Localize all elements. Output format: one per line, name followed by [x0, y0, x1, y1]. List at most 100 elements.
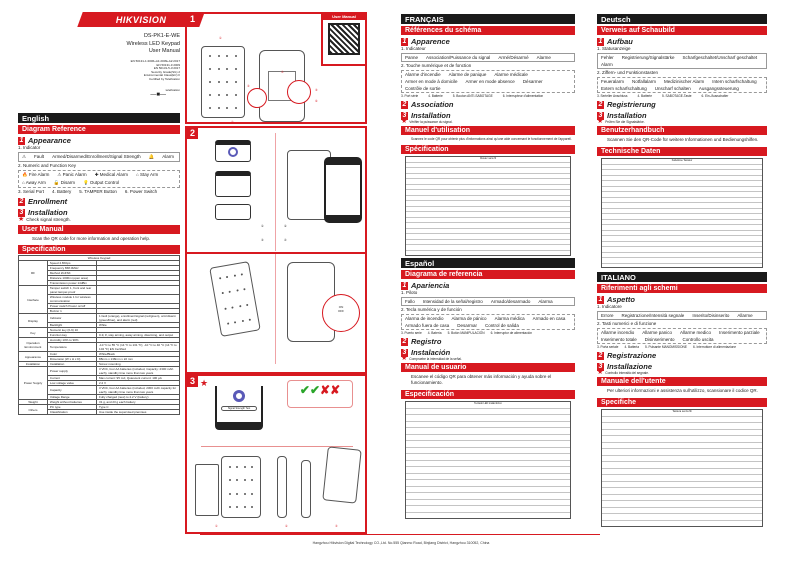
standards-list: EN 50131-1:2006+A1:2009+A2:2017 EN 50131… [130, 59, 180, 82]
keypad-back-batteries [287, 262, 335, 342]
indicator-label: 1. Indicateur [401, 46, 426, 51]
spec-param: Indicator [46, 313, 98, 323]
qr-code-box: User Manual [321, 14, 365, 66]
panic-alarm-key: ⚠ Panic Alarm [57, 172, 87, 177]
standard-line: Certified by Telefication [149, 76, 180, 81]
diagram-panel-installation: 3 ★ Signal Strength Test ✔✔✘✘ ① ② ③ [185, 374, 367, 534]
spec-value: 3 VDC, four AA batteries (included, Capa… [96, 366, 180, 376]
section-specification: Spécification [401, 145, 575, 154]
callout-1: ① [261, 224, 264, 228]
callout-2: ② [285, 524, 288, 528]
spec-param: Tamper switch 1, front and rear panel ta… [46, 285, 98, 295]
check-signal-note: ★Vérifier la puissance du signal. [401, 118, 453, 125]
callout-3: ③ [247, 84, 250, 88]
qr-code[interactable] [328, 23, 360, 55]
check-icon: ✔ [299, 383, 310, 397]
keys-label: 2. Ziffern- und Funktionstasten [597, 70, 658, 75]
callout-1: ① [215, 524, 218, 528]
standard-line: EN 50131-3:2009 [156, 62, 180, 67]
power-switch-callout: ON OFF [322, 294, 360, 332]
switch-callout [287, 80, 311, 104]
keys-label: 2. Touche numérique et de fonction [401, 63, 472, 68]
phone-step-3 [215, 204, 251, 220]
keypad-tilted-install [322, 446, 362, 504]
product-name: Wireless LED Keypad [126, 40, 181, 47]
spec-table-es: Teclado LED inalámbrico [405, 401, 571, 519]
section-diagram-reference: Diagrama de referencia [401, 270, 575, 279]
check-signal-note: ★Check signal strength. [18, 216, 71, 223]
callout-4: ④ [281, 70, 284, 74]
language-header: Deutsch [597, 14, 767, 24]
keys-label: 2. Numeric and Function Key [18, 163, 77, 168]
language-header: FRANÇAIS [401, 14, 575, 24]
stay-arm-key: ⌂ Stay Arm [135, 172, 159, 177]
spec-value: 1 fault (orange), enrollment/signal (red… [96, 313, 180, 323]
scan-qr-text: Escanee el código QR para obtener más in… [411, 374, 552, 385]
standard-line: EN 50131-5-3:2017 [153, 66, 180, 71]
standard-line: Environmental Class(EC) II [143, 73, 180, 78]
cross-icon: ✘ [320, 383, 331, 397]
callout-4: ④ [284, 238, 287, 242]
part-label: 6. Power Switch [124, 189, 158, 194]
star-icon: ★ [200, 378, 209, 388]
parts-list: 3. Serial Port 4. Battery 5. TAMPER Butt… [18, 189, 180, 195]
footer-address: Hangzhou Hikvision Digital Technology CO… [312, 541, 490, 545]
standard-line: EN 50131-1:2006+A1:2009+A2:2017 [130, 59, 180, 63]
spec-param: Temperature [46, 342, 98, 352]
signal-test-button[interactable]: Signal Strength Test [221, 406, 257, 411]
scan-qr-text: Scan the QR code for more information an… [32, 236, 151, 241]
step-number: 1 [18, 136, 25, 145]
diagram-panel-enrollment: 2 ① ② ③ ④ [185, 126, 367, 254]
model-number: DS-PK1-E-WE [143, 33, 180, 39]
spec-category: Display [18, 313, 48, 328]
standard-line: Security Grade(SG) 2 [151, 69, 180, 74]
scan-qr-text: Per ulteriori informazioni e assistenza … [607, 388, 758, 393]
doc-type: User Manual [148, 48, 180, 54]
cover-title-block: DS-PK1-E-WE Wireless LED Keypad User Man… [127, 33, 181, 56]
keys-legend: 🔥 Fire Alarm ⚠ Panic Alarm ✚ Medical Ala… [18, 170, 180, 188]
language-header: English [18, 113, 180, 123]
keypad-side-2 [301, 460, 311, 518]
section-specification: Especificación [401, 390, 575, 399]
scan-qr-text: Scannez le code QR pour obtenir plus d'i… [411, 137, 572, 141]
language-header: Español [401, 258, 575, 268]
check-signal-note: ★Controllo intensità del segnale. [597, 369, 649, 376]
phone-step-2 [215, 171, 251, 197]
indicator-label: 1. Piloto [401, 290, 418, 295]
indicator-label: 1. Statusanzeige [597, 46, 631, 51]
part-label: 3. Serial Port [18, 189, 45, 194]
indicator-text: Fault [34, 154, 45, 159]
spec-category: Power Supply [18, 366, 48, 400]
spec-param: Classification [46, 409, 98, 415]
part-label: 4. Battery [52, 189, 72, 194]
output-control-key: 💡 Output Control [83, 180, 120, 185]
keypad-front-install [221, 456, 261, 518]
spec-category: RF [18, 260, 48, 286]
check-signal-note: ★Compruebe la intensidad de la señal. [401, 355, 462, 362]
phone-step-1 [215, 140, 251, 162]
serial-port-callout [247, 88, 267, 108]
alarm-icon: 🔔 [148, 154, 155, 159]
heading-text: Installation [28, 208, 68, 217]
section-user-manual: Manuel d'utilisation [401, 126, 575, 135]
spec-category: Operation Environment [18, 337, 48, 352]
